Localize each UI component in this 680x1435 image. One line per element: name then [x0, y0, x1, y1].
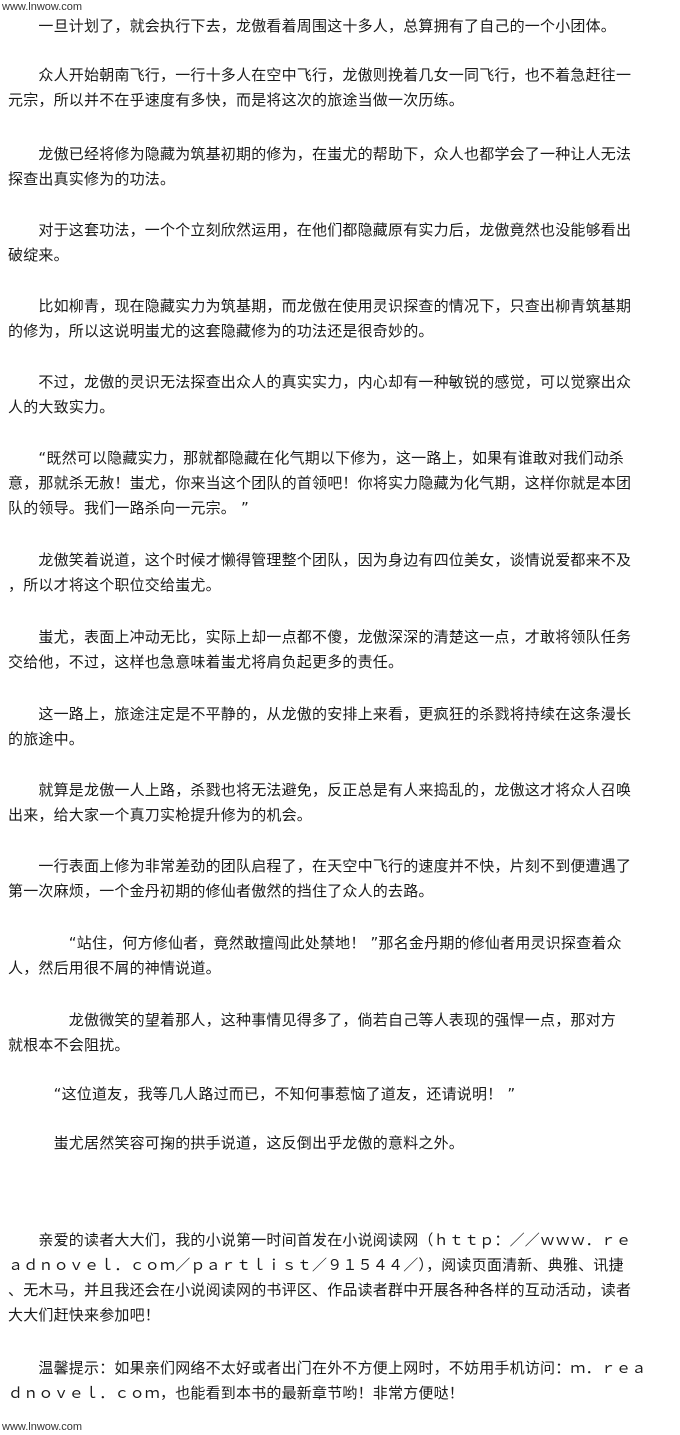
text-line: 意，那就杀无赦！蚩尤，你来当这个团队的首领吧！你将实力隐藏为化气期，这样你就是本… [8, 474, 632, 492]
text-line: “站住，何方修仙者，竟然敢擅闯此处禁地！ ”那名金丹期的修仙者用灵识探查着众 [8, 934, 622, 952]
text-line: 龙傲微笑的望着那人，这种事情见得多了，倘若自己等人表现的强悍一点，那对方 [8, 1011, 617, 1029]
text-line: 大大们赶快来参加吧！ [8, 1306, 161, 1324]
text-line: 探查出真实修为的功法。 [8, 170, 176, 188]
text-line: 出来，给大家一个真刀实枪提升修为的机会。 [8, 806, 313, 824]
paragraph: 龙傲已经将修为隐藏为筑基初期的修为，在蚩尤的帮助下，众人也都学会了一种让人无法探… [8, 142, 672, 192]
paragraph: 这一路上，旅途注定是不平静的，从龙傲的安排上来看，更疯狂的杀戮将持续在这条漫长的… [8, 702, 672, 752]
text-line: 就根本不会阻扰。 [8, 1036, 130, 1054]
paragraph: 蚩尤，表面上冲动无比，实际上却一点都不傻，龙傲深深的清楚这一点，才敢将领队任务交… [8, 625, 672, 675]
text-line: 一行表面上修为非常差劲的团队启程了，在天空中飞行的速度并不快，片刻不到便遭遇了 [8, 857, 632, 875]
text-line: 众人开始朝南飞行，一行十多人在空中飞行，龙傲则挽着几女一同飞行，也不着急赶往一 [8, 66, 632, 84]
paragraph: 对于这套功法，一个个立刻欣然运用，在他们都隐藏原有实力后，龙傲竟然也没能够看出破… [8, 218, 672, 268]
text-line: 交给他，不过，这样也急意味着蚩尤将肩负起更多的责任。 [8, 653, 404, 671]
paragraph: “既然可以隐藏实力，那就都隐藏在化气期以下修为，这一路上，如果有谁敢对我们动杀意… [8, 446, 672, 521]
paragraph: 就算是龙傲一人上路，杀戮也将无法避免，反正总是有人来捣乱的，龙傲这才将众人召唤出… [8, 778, 672, 828]
text-line: 人的大致实力。 [8, 398, 115, 416]
tip-note: 温馨提示：如果亲们网络不太好或者出门在外不方便上网时，不妨用手机访问：ｍ．ｒｅａ… [8, 1356, 672, 1406]
paragraph: 龙傲笑着说道，这个时候才懒得管理整个团队，因为身边有四位美女，谈情说爱都来不及 ，… [8, 548, 672, 598]
paragraph: “站住，何方修仙者，竟然敢擅闯此处禁地！ ”那名金丹期的修仙者用灵识探查着众人，… [8, 931, 672, 981]
text-line: 队的领导。我们一路杀向一元宗。 ” [8, 499, 249, 517]
paragraph: 一行表面上修为非常差劲的团队启程了，在天空中飞行的速度并不快，片刻不到便遭遇了第… [8, 854, 672, 904]
text-line: 蚩尤，表面上冲动无比，实际上却一点都不傻，龙傲深深的清楚这一点，才敢将领队任务 [8, 628, 632, 646]
author-note: 亲爱的读者大大们，我的小说第一时间首发在小说阅读网（ｈｔｔｐ：／／ｗｗｗ．ｒｅ ａ… [8, 1228, 672, 1328]
text-line: 破绽来。 [8, 246, 69, 264]
text-line: “这位道友，我等几人路过而已，不知何事惹恼了道友，还请说明！ ” [8, 1085, 516, 1103]
paragraph: “这位道友，我等几人路过而已，不知何事惹恼了道友，还请说明！ ” [8, 1082, 672, 1107]
text-line: 不过，龙傲的灵识无法探查出众人的真实实力，内心却有一种敏锐的感觉，可以觉察出众 [8, 373, 632, 391]
text-line: 龙傲已经将修为隐藏为筑基初期的修为，在蚩尤的帮助下，众人也都学会了一种让人无法 [8, 145, 632, 163]
watermark-bottom: www.lnwow.com [2, 1421, 83, 1433]
text-line: “既然可以隐藏实力，那就都隐藏在化气期以下修为，这一路上，如果有谁敢对我们动杀 [8, 449, 624, 467]
text-line: 、无木马，并且我还会在小说阅读网的书评区、作品读者群中开展各种各样的互动活动，读… [8, 1281, 632, 1299]
text-line: ａｄｎｏｖｅｌ．ｃｏｍ／ｐａｒｔｌｉｓｔ／９１５４４／），阅读页面清新、典雅、讯… [8, 1256, 624, 1274]
text-line: 元宗，所以并不在乎速度有多快，而是将这次的旅途当做一次历练。 [8, 91, 465, 109]
text-line: 亲爱的读者大大们，我的小说第一时间首发在小说阅读网（ｈｔｔｐ：／／ｗｗｗ．ｒｅ [8, 1231, 632, 1249]
text-line: 龙傲笑着说道，这个时候才懒得管理整个团队，因为身边有四位美女，谈情说爱都来不及 [8, 551, 632, 569]
text-line: 这一路上，旅途注定是不平静的，从龙傲的安排上来看，更疯狂的杀戮将持续在这条漫长 [8, 705, 632, 723]
text-line: ｄｎｏｖｅｌ．ｃｏｍ，也能看到本书的最新章节哟！非常方便哒！ [8, 1384, 465, 1402]
paragraph: 众人开始朝南飞行，一行十多人在空中飞行，龙傲则挽着几女一同飞行，也不着急赶往一元… [8, 63, 672, 113]
text-line: 就算是龙傲一人上路，杀戮也将无法避免，反正总是有人来捣乱的，龙傲这才将众人召唤 [8, 781, 632, 799]
text-line: 的旅途中。 [8, 730, 85, 748]
text-line: ，所以才将这个职位交给蚩尤。 [8, 576, 221, 594]
text-line: 一旦计划了，就会执行下去，龙傲看着周围这十多人，总算拥有了自己的一个小团体。 [8, 17, 617, 35]
text-line: 的修为，所以这说明蚩尤的这套隐藏修为的功法还是很奇妙的。 [8, 322, 434, 340]
paragraph: 一旦计划了，就会执行下去，龙傲看着周围这十多人，总算拥有了自己的一个小团体。 [8, 14, 672, 39]
paragraph: 龙傲微笑的望着那人，这种事情见得多了，倘若自己等人表现的强悍一点，那对方就根本不… [8, 1008, 672, 1058]
text-line: 人，然后用很不屑的神情说道。 [8, 959, 221, 977]
paragraph: 蚩尤居然笑容可掬的拱手说道，这反倒出乎龙傲的意料之外。 [8, 1131, 672, 1156]
paragraph: 不过，龙傲的灵识无法探查出众人的真实实力，内心却有一种敏锐的感觉，可以觉察出众人… [8, 370, 672, 420]
text-line: 温馨提示：如果亲们网络不太好或者出门在外不方便上网时，不妨用手机访问：ｍ．ｒｅａ [8, 1359, 647, 1377]
watermark-top: www.lnwow.com [2, 1, 83, 13]
text-line: 第一次麻烦，一个金丹初期的修仙者傲然的挡住了众人的去路。 [8, 882, 434, 900]
text-line: 蚩尤居然笑容可掬的拱手说道，这反倒出乎龙傲的意料之外。 [8, 1134, 465, 1152]
text-line: 对于这套功法，一个个立刻欣然运用，在他们都隐藏原有实力后，龙傲竟然也没能够看出 [8, 221, 632, 239]
paragraph: 比如柳青，现在隐藏实力为筑基期，而龙傲在使用灵识探查的情况下，只查出柳青筑基期的… [8, 294, 672, 344]
text-line: 比如柳青，现在隐藏实力为筑基期，而龙傲在使用灵识探查的情况下，只查出柳青筑基期 [8, 297, 632, 315]
